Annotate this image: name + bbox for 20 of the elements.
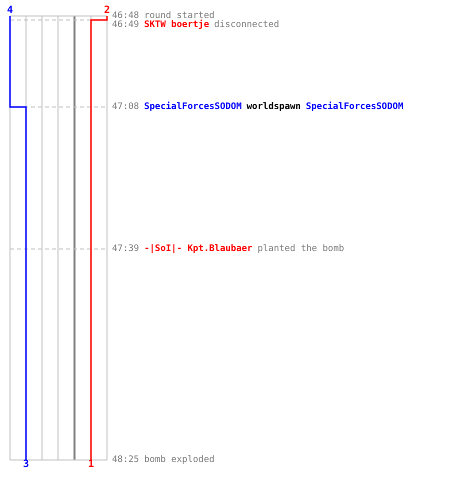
event-time: 48:25 <box>112 456 140 464</box>
event-text: bomb exploded <box>144 456 215 464</box>
track-line <box>9 16 27 460</box>
track-number: 4 <box>5 6 15 16</box>
event-text: round started <box>144 12 215 20</box>
track-number: 2 <box>102 6 112 16</box>
player-name: SKTW boertje <box>144 20 210 30</box>
track-line <box>90 16 108 460</box>
event-time: 47:08 <box>112 102 140 112</box>
player-name: -|SoI|- Kpt.Blaubaer <box>144 244 252 254</box>
track-number: 1 <box>86 460 96 470</box>
player-name: SpecialForcesSODOM <box>144 102 242 112</box>
event-text: disconnected <box>214 20 280 30</box>
event-time: 46:48 <box>112 12 140 20</box>
event-action: worldspawn <box>246 102 301 112</box>
player-name: SpecialForcesSODOM <box>306 102 404 112</box>
event-time: 47:39 <box>112 244 140 254</box>
track-number: 3 <box>21 460 31 470</box>
event-text: planted the bomb <box>257 244 344 254</box>
event-time: 46:49 <box>112 20 140 30</box>
